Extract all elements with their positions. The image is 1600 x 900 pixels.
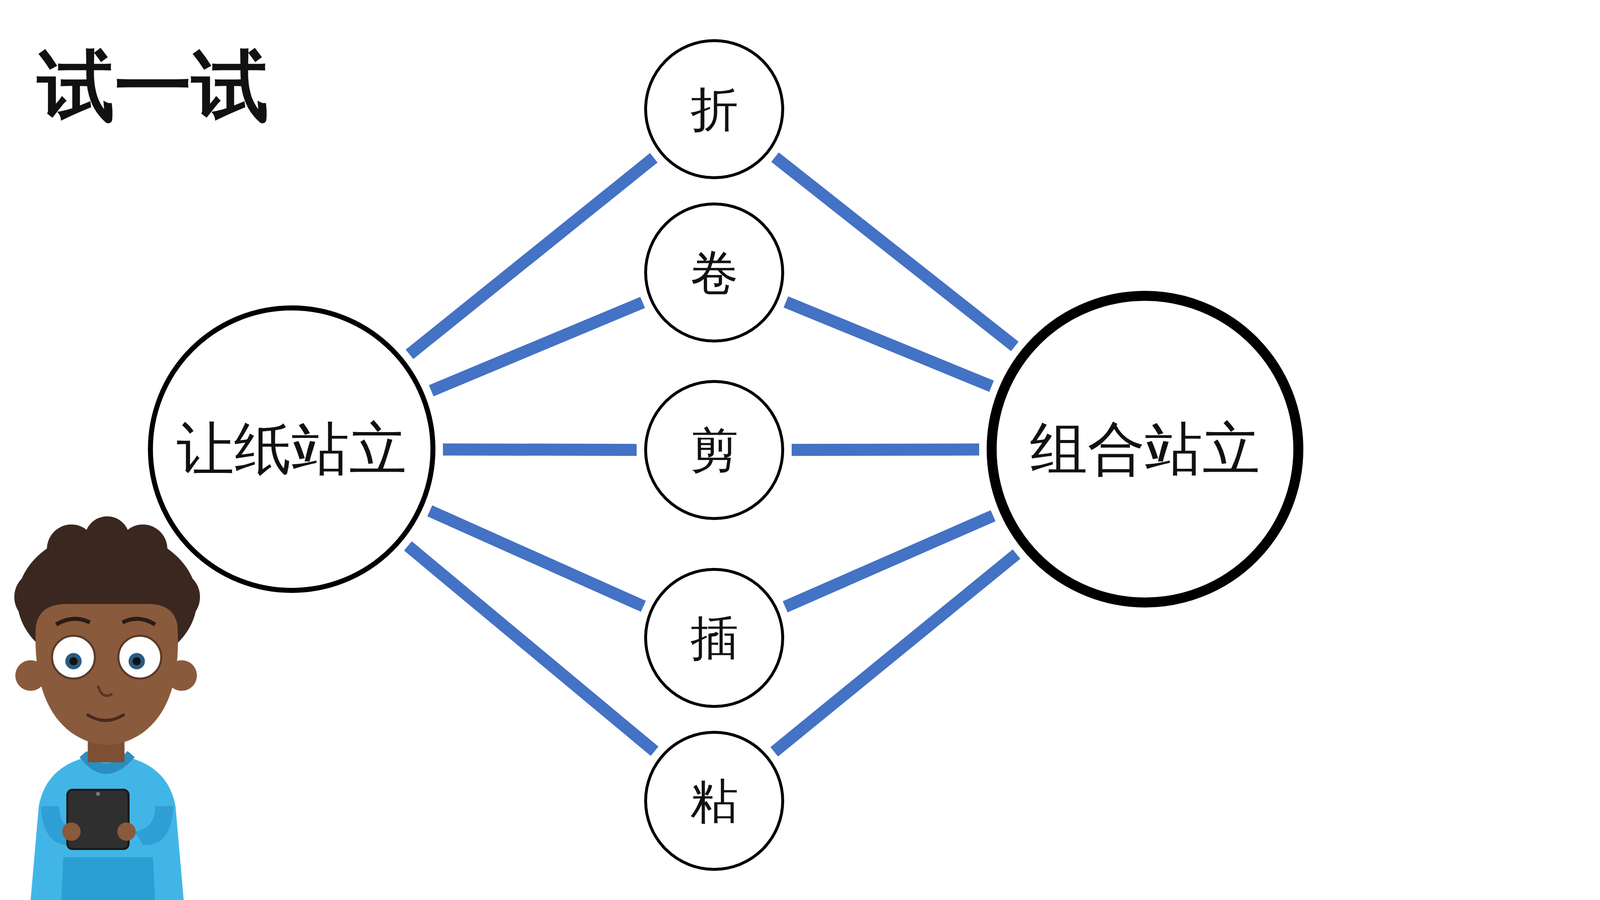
- node-label: 让纸站立: [176, 417, 407, 481]
- circle-node: 折: [644, 39, 785, 180]
- arm: [40, 806, 80, 845]
- hand: [117, 822, 136, 841]
- hood-collar: [79, 750, 135, 774]
- face: [35, 603, 178, 745]
- circle-node: 卷: [644, 202, 785, 343]
- pupil: [128, 652, 145, 670]
- pupil: [132, 657, 141, 666]
- hair: [118, 524, 168, 574]
- node-label: 粘: [690, 774, 739, 828]
- connector-line: [442, 443, 637, 456]
- connector-line: [431, 302, 643, 391]
- node-label: 插: [690, 611, 739, 665]
- ear: [166, 660, 197, 691]
- eye: [52, 635, 95, 679]
- mouth: [86, 714, 125, 721]
- eyebrow: [56, 618, 90, 625]
- hair: [147, 570, 200, 624]
- hoodie: [30, 757, 184, 900]
- node-label-group: 剪: [690, 423, 739, 477]
- circle-node: 剪: [644, 380, 785, 520]
- nose: [97, 685, 113, 696]
- node-label-group: 折: [690, 82, 739, 136]
- node-label: 组合站立: [1030, 417, 1260, 481]
- hand: [62, 822, 81, 841]
- pupil: [65, 652, 82, 670]
- circle-node: 插: [644, 567, 785, 708]
- tablet: [67, 790, 129, 850]
- circle-shape: [645, 732, 783, 870]
- hair: [14, 570, 68, 624]
- circle-shape: [991, 295, 1299, 603]
- connector-line: [409, 157, 654, 355]
- connector-line: [774, 554, 1017, 753]
- node-label-group: 让纸站立: [176, 417, 407, 481]
- arm: [134, 806, 174, 845]
- hair: [47, 524, 97, 574]
- hair: [17, 530, 198, 670]
- connector-line: [791, 443, 980, 456]
- pupil: [69, 657, 78, 666]
- node-label-group: 插: [690, 611, 739, 665]
- tablet-camera: [95, 791, 100, 796]
- circle-node: 组合站立: [986, 290, 1304, 608]
- circle-shape: [645, 569, 783, 707]
- circle-shape: [150, 307, 433, 591]
- slide-title: 试一试: [37, 35, 269, 140]
- node-label-group: 组合站立: [1030, 417, 1260, 481]
- circle-shape: [645, 204, 783, 342]
- neck: [87, 719, 125, 763]
- circle-node: 粘: [644, 730, 785, 871]
- node-label: 折: [690, 82, 739, 136]
- node-label: 卷: [690, 246, 739, 300]
- eyebrow: [122, 618, 155, 625]
- hoodie-pocket: [61, 857, 155, 900]
- ear: [15, 660, 46, 691]
- connector-line: [785, 302, 992, 387]
- node-label-group: 粘: [690, 774, 739, 828]
- circle-node: 让纸站立: [147, 305, 436, 593]
- circle-shape: [645, 40, 783, 178]
- connector-line: [407, 545, 655, 752]
- circle-shape: [645, 381, 783, 519]
- node-label: 剪: [690, 423, 739, 477]
- eye: [118, 635, 162, 679]
- node-label-group: 卷: [690, 246, 739, 300]
- hair: [84, 516, 130, 562]
